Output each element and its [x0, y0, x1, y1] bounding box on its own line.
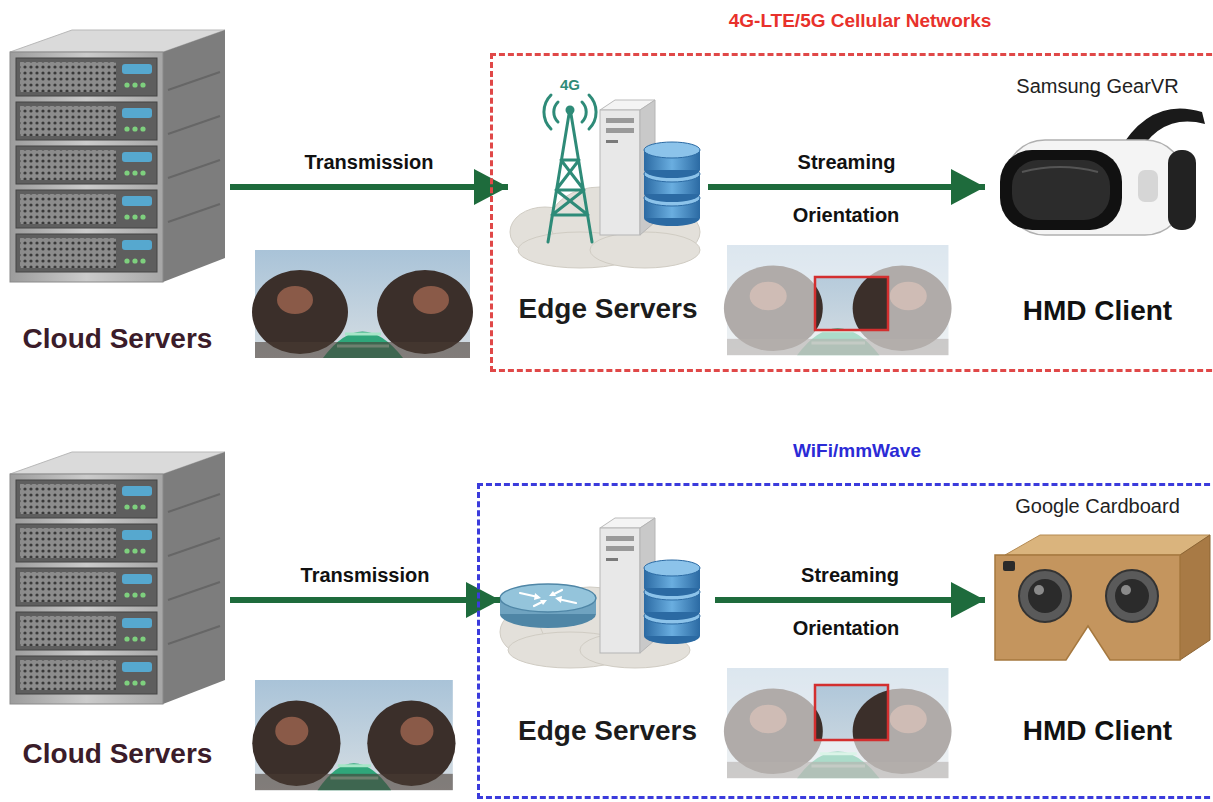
gearvr-headset — [1000, 108, 1205, 235]
viewport-thumbnail — [815, 685, 888, 740]
device-name: Google Cardboard — [1015, 495, 1180, 518]
region-title: 4G-LTE/5G Cellular Networks — [729, 10, 992, 32]
edge-router-icon — [540, 600, 547, 605]
cardboard-viewer — [995, 535, 1210, 660]
cloud-server-icon — [10, 30, 225, 282]
arrow-connector — [708, 184, 985, 190]
edge-server-node: Edge Servers — [508, 60, 708, 325]
edge-label: Streaming — [801, 564, 899, 587]
gearvr-headset — [1012, 160, 1110, 220]
edge-router-icon — [534, 591, 562, 605]
node-label: HMD Client — [1023, 295, 1172, 327]
region-title: WiFi/mmWave — [793, 440, 921, 462]
node-label: HMD Client — [1023, 715, 1172, 747]
node-label: Cloud Servers — [23, 323, 213, 355]
server-node: Cloud Servers — [5, 25, 230, 355]
edge-note: Orientation — [793, 204, 900, 227]
edge-router-icon — [500, 584, 596, 612]
cardboard-viewer — [1019, 570, 1071, 622]
icon-text: 4G — [560, 76, 580, 93]
viewport-thumbnail — [724, 245, 952, 355]
edge-router-icon — [534, 593, 541, 600]
edge-server-icon — [600, 100, 700, 235]
viewport-thumbnail — [724, 245, 952, 355]
viewport-thumbnail — [815, 685, 888, 740]
gearvr-headset — [1000, 150, 1122, 230]
cardboard-viewer — [1115, 579, 1149, 613]
cloud-server-icon — [10, 30, 225, 704]
edge-server-icon — [544, 95, 558, 129]
cardboard-viewer — [1034, 585, 1044, 595]
edge-server-icon — [510, 95, 700, 268]
edge-server-node: Edge Servers — [500, 515, 715, 747]
hmd-node: Google CardboardHMD Client — [985, 495, 1210, 747]
viewport-thumbnail — [724, 668, 952, 778]
node-label: Edge Servers — [519, 293, 698, 325]
viewport-thumbnail — [724, 245, 952, 778]
cardboard-viewer — [1180, 535, 1210, 660]
video-thumbnail — [252, 680, 455, 790]
arrow-connector — [715, 597, 985, 603]
network-region: WiFi/mmWaveEdge ServersGoogle CardboardH… — [477, 483, 1213, 799]
gearvr-headset — [1022, 167, 1098, 172]
edge-router-icon — [549, 591, 556, 596]
arrow-connector — [230, 184, 508, 190]
device-name: Samsung GearVR — [1016, 75, 1178, 98]
edge-label: Transmission — [301, 564, 430, 587]
server-node: Cloud Servers — [5, 445, 230, 770]
edge-server-icon — [544, 95, 596, 242]
cloud-server-icon — [10, 452, 225, 704]
edge-router-icon — [555, 596, 562, 603]
edge-server-icon — [582, 95, 596, 129]
cardboard-viewer — [1003, 561, 1015, 571]
edge-router-icon — [600, 518, 700, 653]
viewport-thumbnail — [815, 685, 888, 740]
hmd-node: Samsung GearVR HMD Client — [985, 75, 1210, 327]
viewport-thumbnail — [724, 668, 952, 778]
edge-router-icon — [520, 590, 576, 606]
node-label: Edge Servers — [518, 715, 697, 747]
gearvr-headset — [1138, 170, 1158, 202]
video-thumbnail — [252, 250, 473, 790]
arrow-connector — [230, 597, 500, 603]
connector-layer — [230, 187, 985, 600]
viewport-thumbnail — [815, 277, 888, 330]
viewport-thumbnail — [815, 277, 888, 330]
video-thumbnail — [252, 680, 455, 790]
cardboard-viewer — [1005, 535, 1210, 555]
gearvr-headset — [1168, 150, 1196, 230]
edge-server-icon — [548, 108, 592, 242]
video-thumbnail — [252, 250, 473, 358]
viewport-thumbnail — [724, 668, 952, 778]
viewport-thumbnail — [724, 245, 952, 355]
edge-label: Streaming — [798, 151, 896, 174]
cardboard-viewer — [1106, 570, 1158, 622]
node-label: Cloud Servers — [23, 738, 213, 770]
cardboard-viewer — [995, 555, 1180, 660]
cardboard-viewer — [1028, 579, 1062, 613]
edge-server-icon — [566, 106, 575, 115]
viewport-thumbnail — [815, 685, 888, 740]
viewport-thumbnail — [815, 277, 888, 330]
cardboard-viewer — [1121, 585, 1131, 595]
viewport-thumbnail — [815, 277, 888, 330]
edge-note: Orientation — [793, 617, 900, 640]
edge-router-icon — [500, 518, 700, 668]
edge-router-icon — [520, 590, 576, 606]
edge-router-icon — [600, 518, 700, 653]
edge-label: Transmission — [305, 151, 434, 174]
